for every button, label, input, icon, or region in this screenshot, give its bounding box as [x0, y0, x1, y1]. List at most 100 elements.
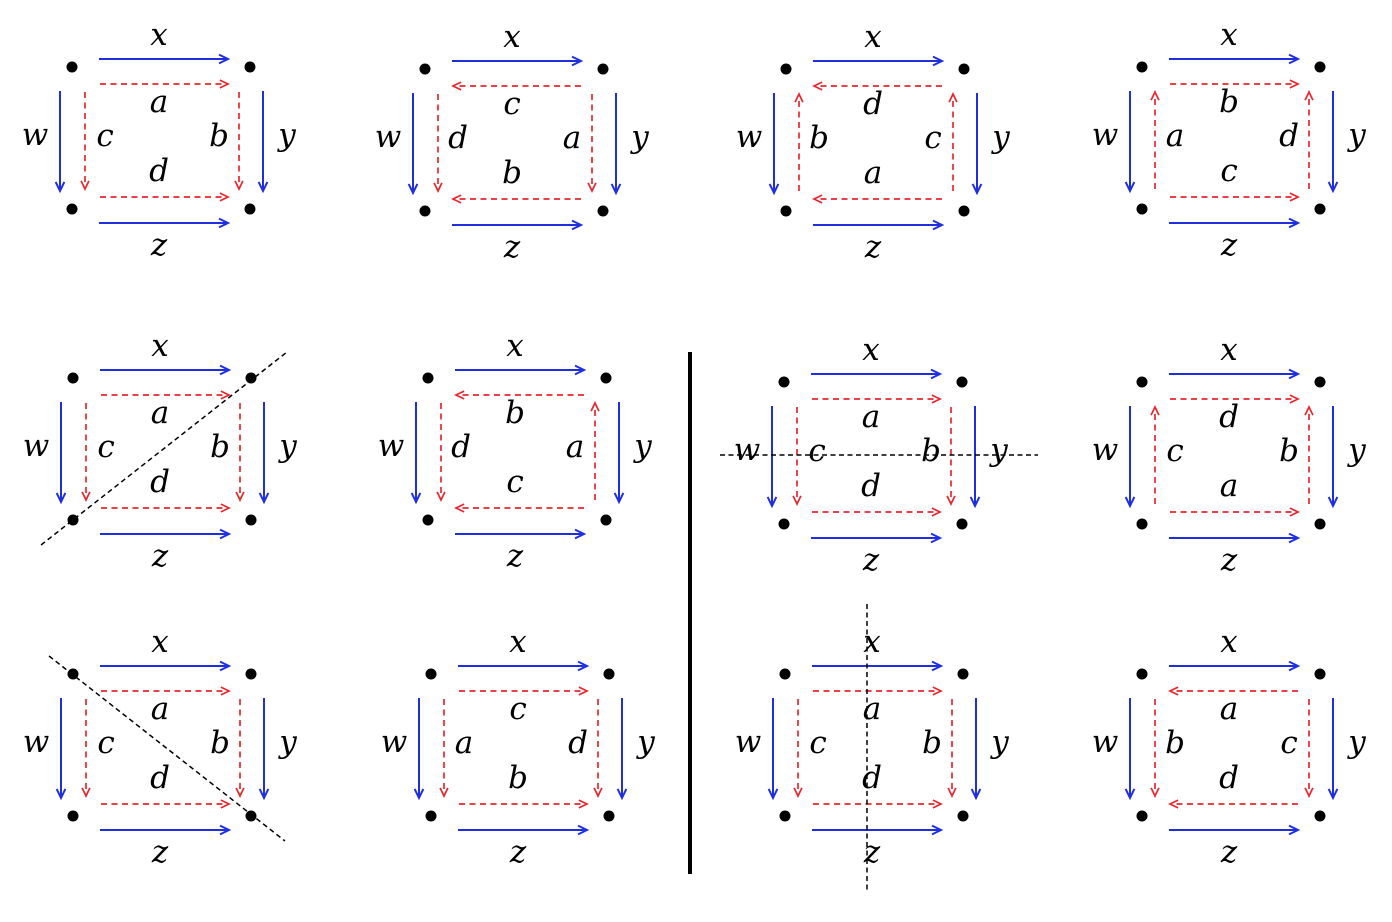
inner-label-bottom: a [864, 155, 882, 191]
outer-label-left: w [22, 117, 49, 153]
outer-label-top: x [1220, 332, 1238, 368]
outer-label-bottom: z [503, 229, 521, 265]
inner-arrow-left [436, 403, 446, 502]
inner-arrow-right [590, 401, 600, 500]
inner-arrow-top [100, 79, 230, 89]
inner-label-right: d [568, 725, 588, 761]
outer-label-bottom: z [864, 229, 882, 265]
outer-arrow-left [55, 402, 67, 505]
vertex-4 [600, 514, 612, 526]
vertex-4 [597, 205, 609, 217]
vertex-1 [780, 63, 792, 75]
vertex-4 [245, 810, 257, 822]
outer-label-top: x [150, 17, 168, 53]
outer-arrow-bottom [1169, 824, 1301, 836]
outer-arrow-left [55, 698, 67, 801]
vertex-3 [779, 810, 791, 822]
inner-arrow-right [1304, 90, 1314, 189]
vertex-3 [419, 205, 431, 217]
outer-arrow-top [455, 364, 587, 376]
vertex-2 [957, 668, 969, 680]
inner-label-bottom: d [150, 464, 170, 500]
outer-label-bottom: z [151, 538, 169, 574]
outer-label-bottom: z [1220, 834, 1238, 870]
inner-label-bottom: d [149, 153, 169, 189]
inner-arrow-right [1304, 699, 1314, 798]
outer-label-bottom: z [863, 834, 881, 870]
vertex-2 [245, 372, 257, 384]
vertex-4 [957, 810, 969, 822]
outer-arrow-left [410, 402, 422, 505]
outer-arrow-top [100, 364, 232, 376]
outer-label-top: x [509, 624, 527, 660]
inner-arrow-bottom [100, 192, 230, 202]
outer-arrow-top [458, 660, 590, 672]
outer-arrow-right [258, 402, 270, 505]
inner-arrow-top [1170, 394, 1300, 404]
outer-arrow-left [768, 93, 780, 196]
outer-label-bottom: z [506, 538, 524, 574]
outer-label-top: x [506, 328, 524, 364]
vertex-3 [66, 203, 78, 215]
inner-label-left: a [1166, 118, 1184, 154]
outer-arrow-right [257, 91, 269, 194]
inner-arrow-top [812, 81, 942, 91]
outer-label-left: w [734, 432, 761, 468]
outer-label-left: w [1092, 432, 1119, 468]
vertex-4 [956, 518, 968, 530]
outer-label-right: y [277, 724, 297, 760]
outer-arrow-bottom [811, 532, 943, 544]
outer-label-right: y [1346, 117, 1366, 153]
inner-label-top: a [1220, 691, 1238, 727]
vertex-1 [778, 376, 790, 388]
inner-arrow-right [234, 92, 244, 191]
inner-arrow-right [235, 699, 245, 798]
inner-label-right: b [922, 725, 942, 761]
inner-arrow-right [235, 403, 245, 502]
inner-arrow-top [1170, 79, 1300, 89]
outer-arrow-right [971, 93, 983, 196]
vertex-3 [1136, 518, 1148, 530]
outer-label-top: x [151, 328, 169, 364]
vertex-1 [422, 372, 434, 384]
vertex-1 [779, 668, 791, 680]
outer-label-left: w [381, 724, 408, 760]
inner-label-top: a [862, 399, 880, 435]
outer-arrow-top [1169, 368, 1301, 380]
inner-label-top: a [150, 84, 168, 120]
outer-label-top: x [503, 19, 521, 55]
vertex-4 [1314, 518, 1326, 530]
outer-arrow-right [969, 406, 981, 509]
inner-label-bottom: d [862, 760, 882, 796]
inner-label-bottom: d [150, 760, 170, 796]
outer-arrow-left [413, 698, 425, 801]
vertex-4 [245, 514, 257, 526]
inner-label-right: b [210, 725, 230, 761]
inner-label-left: c [96, 118, 113, 154]
outer-arrow-right [970, 698, 982, 801]
outer-label-left: w [23, 724, 50, 760]
vertex-2 [597, 63, 609, 75]
vertex-4 [244, 203, 256, 215]
outer-arrow-left [1124, 698, 1136, 801]
outer-label-right: y [276, 117, 296, 153]
vertex-1 [419, 63, 431, 75]
inner-arrow-top [812, 394, 942, 404]
inner-arrow-top [459, 686, 589, 696]
outer-arrow-top [100, 660, 232, 672]
inner-label-bottom: d [861, 468, 881, 504]
inner-arrow-left [1150, 699, 1160, 798]
inner-label-bottom: a [1220, 468, 1238, 504]
outer-label-bottom: z [862, 542, 880, 578]
outer-label-bottom: z [151, 834, 169, 870]
inner-label-left: b [809, 120, 829, 156]
outer-label-left: w [378, 428, 405, 464]
outer-arrow-bottom [99, 217, 231, 229]
outer-label-top: x [862, 332, 880, 368]
inner-label-left: c [809, 725, 826, 761]
inner-label-left: a [455, 725, 473, 761]
outer-arrow-bottom [100, 528, 232, 540]
